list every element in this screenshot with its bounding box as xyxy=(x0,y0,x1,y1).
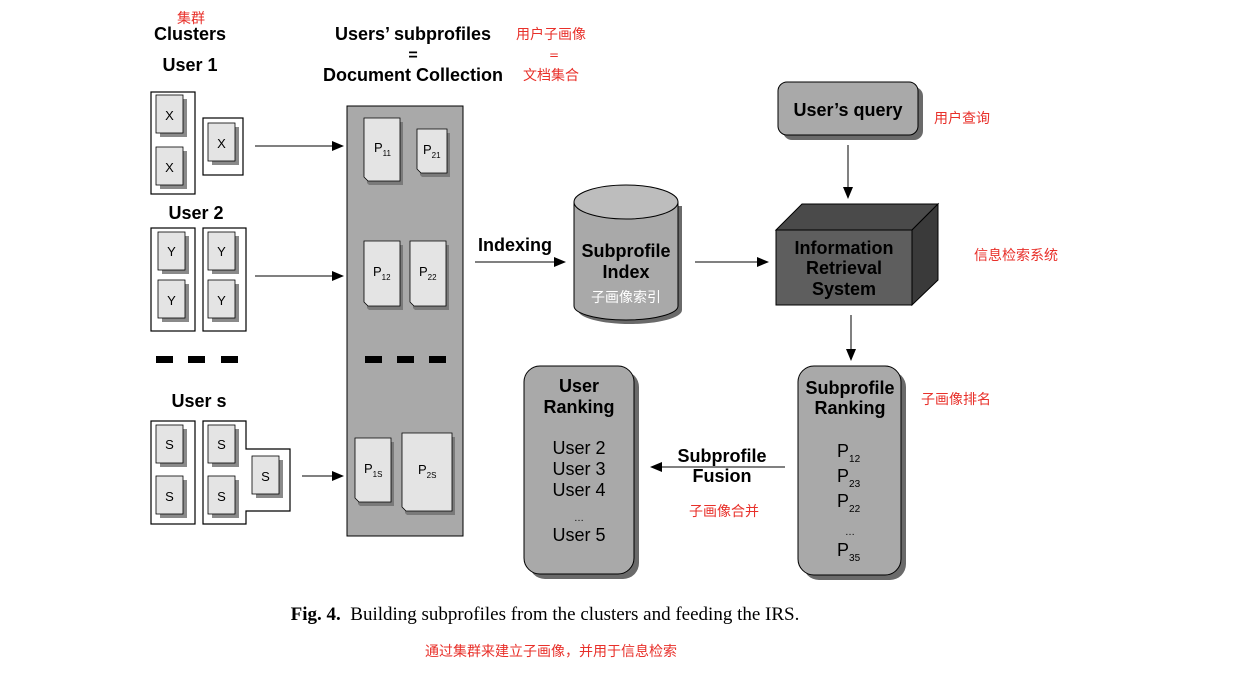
doc-sub: 12 xyxy=(382,273,391,282)
user2-cluster-a: Y Y xyxy=(150,227,196,332)
svg-text:P1S: P1S xyxy=(364,461,382,479)
fusion-title-line2: Fusion xyxy=(693,466,752,486)
ranking-item: P22 xyxy=(837,491,861,515)
user-ranking-box xyxy=(523,365,639,579)
cluster-doc-letter: Y xyxy=(167,293,176,308)
svg-text:P22: P22 xyxy=(419,264,437,282)
doc-p1s: P1S xyxy=(354,437,394,506)
clusters-ellipsis xyxy=(156,356,238,363)
index-title-line2: Index xyxy=(602,262,649,282)
user-ranking-item: User 3 xyxy=(552,459,605,479)
user-ranking-item: User 4 xyxy=(552,480,605,500)
doc-p2s: P2S xyxy=(401,432,455,515)
user1-cluster-b: X xyxy=(202,117,244,176)
cluster-doc-letter: S xyxy=(217,437,226,452)
clusters-title: Clusters xyxy=(154,24,226,44)
doc-base: P xyxy=(364,461,373,476)
cluster-doc-letter: Y xyxy=(217,293,226,308)
collection-title-cn-line3: 文档集合 xyxy=(523,67,579,84)
doc-p22: P22 xyxy=(409,240,449,310)
collection-ellipsis xyxy=(365,356,446,363)
doc-base: P xyxy=(418,462,427,477)
doc-sub: 22 xyxy=(428,273,437,282)
clusters-title-cn: 集群 xyxy=(177,10,205,27)
indexing-label: Indexing xyxy=(478,235,552,255)
cluster-doc-letter: Y xyxy=(167,244,176,259)
svg-text:P21: P21 xyxy=(423,142,441,160)
fusion-title-line1: Subprofile xyxy=(678,446,767,466)
svg-text:P12: P12 xyxy=(373,264,391,282)
user-ranking-title-line2: Ranking xyxy=(543,397,614,417)
doc-sub: 1S xyxy=(373,470,383,479)
cluster-doc-letter: S xyxy=(165,437,174,452)
cluster-doc-letter: X xyxy=(165,160,174,175)
user-ranking-item: User 2 xyxy=(552,438,605,458)
svg-text:P2S: P2S xyxy=(418,462,436,480)
irs-box xyxy=(774,202,940,307)
irs-title-line2: Retrieval xyxy=(806,258,882,278)
user-ranking-ellipsis: … xyxy=(574,513,584,524)
doc-p12: P12 xyxy=(363,240,403,310)
ranking-ellipsis: … xyxy=(845,527,855,538)
cluster-doc-letter: S xyxy=(165,489,174,504)
doc-base: P xyxy=(419,264,428,279)
cluster-doc-letter: S xyxy=(217,489,226,504)
user-ranking-title-line1: User xyxy=(559,376,599,396)
user-query-box xyxy=(777,81,923,140)
subprofile-ranking-box xyxy=(797,365,906,580)
ranking-item: P12 xyxy=(837,441,861,465)
user1-label: User 1 xyxy=(162,55,217,75)
cluster-doc-letter: Y xyxy=(217,244,226,259)
collection-title-cn-line2: = xyxy=(549,48,559,62)
caption-label: Fig. 4. xyxy=(290,604,341,625)
user1-cluster-a: X X xyxy=(150,91,196,195)
user-query-cn: 用户查询 xyxy=(934,110,990,127)
users-label: User s xyxy=(171,391,226,411)
irs-title-line1: Information xyxy=(795,238,894,258)
user-query-label: User’s query xyxy=(793,100,902,120)
collection-title-cn-line1: 用户子画像 xyxy=(516,26,586,43)
doc-base: P xyxy=(373,264,382,279)
irs-title-line3: System xyxy=(812,279,876,299)
user-ranking-item: User 5 xyxy=(552,525,605,545)
subprofile-index-cylinder xyxy=(573,184,682,324)
doc-sub: 11 xyxy=(383,149,392,158)
diagram: 集群 Clusters User 1 X X X User 2 Y Y Y Y xyxy=(150,10,1058,580)
users-cluster-a: S S xyxy=(150,420,196,525)
index-cn: 子画像索引 xyxy=(591,289,661,306)
doc-sub: 2S xyxy=(427,471,437,480)
svg-text:P11: P11 xyxy=(374,140,392,158)
doc-base: P xyxy=(423,142,432,157)
collection-title-line1: Users’ subprofiles xyxy=(335,24,491,44)
cluster-doc-letter: X xyxy=(165,108,174,123)
ranking-item: P35 xyxy=(837,540,861,564)
irs-cn: 信息检索系统 xyxy=(974,247,1058,264)
user2-cluster-b: Y Y xyxy=(202,227,247,332)
cluster-doc-letter: S xyxy=(261,469,270,484)
user2-label: User 2 xyxy=(168,203,223,223)
collection-title-line3: Document Collection xyxy=(323,65,503,85)
index-title-line1: Subprofile xyxy=(582,241,671,261)
doc-base: P xyxy=(374,140,383,155)
fusion-cn: 子画像合并 xyxy=(689,504,759,520)
subprofile-ranking-cn: 子画像排名 xyxy=(921,392,991,408)
cluster-doc-letter: X xyxy=(217,136,226,151)
doc-p21: P21 xyxy=(416,128,450,177)
figure-caption-cn: 通过集群来建立子画像，并用于信息检索 xyxy=(425,644,677,660)
ranking-item: P23 xyxy=(837,466,861,490)
figure-caption: Fig. 4. Building subprofiles from the cl… xyxy=(0,604,1090,626)
subprofile-ranking-title-line2: Ranking xyxy=(814,398,885,418)
collection-title-line2: = xyxy=(408,47,417,64)
doc-p11: P11 xyxy=(363,117,403,185)
caption-text: Building subprofiles from the clusters a… xyxy=(350,604,800,625)
subprofile-ranking-title-line1: Subprofile xyxy=(806,378,895,398)
users-cluster-b: S S S xyxy=(202,420,291,525)
doc-sub: 21 xyxy=(432,151,441,160)
